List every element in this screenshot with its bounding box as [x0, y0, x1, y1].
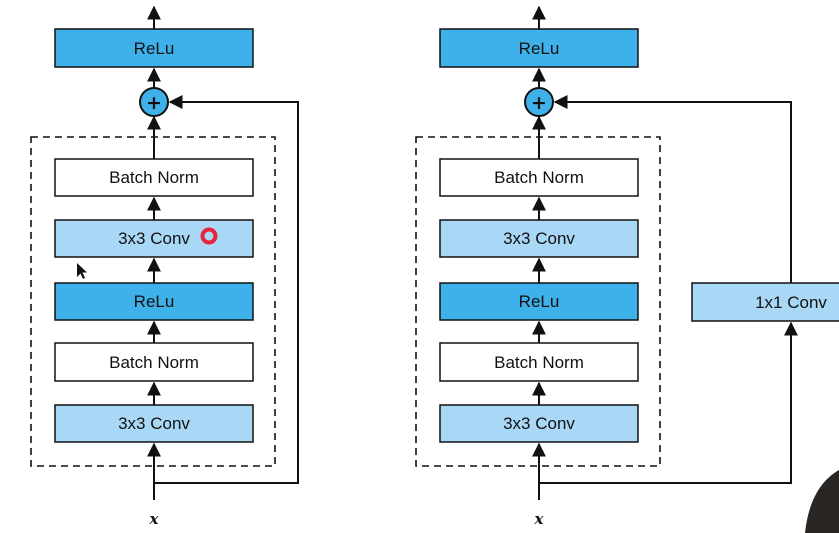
block-shortcut-conv: 1x1 Conv — [691, 282, 839, 322]
block-relu-middle: ReLu — [439, 282, 639, 321]
main-path-arrows — [147, 5, 299, 500]
block-label: ReLu — [134, 292, 175, 311]
block-label: Batch Norm — [494, 353, 584, 372]
add-node: + — [139, 87, 169, 117]
block-label: 3x3 Conv — [503, 229, 575, 248]
diagram-left: ReLu Batch Norm 3x3 Conv ReLu Batch Norm… — [30, 5, 299, 528]
input-label: x — [149, 510, 160, 528]
shortcut-input-arrow — [539, 321, 798, 484]
mouse-pointer-icon — [77, 263, 87, 279]
block-label: Batch Norm — [109, 353, 199, 372]
block-relu-middle: ReLu — [54, 282, 254, 321]
block-label: ReLu — [519, 39, 560, 58]
block-conv-top: 3x3 Conv — [439, 219, 639, 258]
block-label: Batch Norm — [109, 168, 199, 187]
block-batch-norm-bottom: Batch Norm — [54, 342, 254, 382]
diagram-right: ReLu Batch Norm 3x3 Conv ReLu Batch Norm… — [415, 5, 839, 528]
block-conv-bottom: 3x3 Conv — [439, 404, 639, 443]
add-node: + — [524, 87, 554, 117]
input-label: x — [534, 510, 545, 528]
block-conv-bottom: 3x3 Conv — [54, 404, 254, 443]
block-label: ReLu — [134, 39, 175, 58]
click-indicator-icon — [200, 227, 218, 245]
block-relu-output: ReLu — [54, 28, 254, 68]
shortcut-output-arrow — [553, 95, 792, 283]
block-batch-norm-top: Batch Norm — [54, 158, 254, 197]
block-label: 3x3 Conv — [118, 229, 190, 248]
presenter-silhouette — [805, 470, 839, 533]
plus-icon: + — [146, 92, 162, 114]
block-label: Batch Norm — [494, 168, 584, 187]
block-batch-norm-top: Batch Norm — [439, 158, 639, 197]
block-label: ReLu — [519, 292, 560, 311]
skip-connection-arrow — [154, 95, 299, 484]
block-relu-output: ReLu — [439, 28, 639, 68]
block-batch-norm-bottom: Batch Norm — [439, 342, 639, 382]
main-path-arrows — [532, 5, 798, 500]
block-label: 3x3 Conv — [118, 414, 190, 433]
plus-icon: + — [531, 92, 547, 114]
block-label: 3x3 Conv — [503, 414, 575, 433]
block-label: 1x1 Conv — [755, 293, 827, 312]
block-conv-top: 3x3 Conv — [54, 219, 254, 258]
